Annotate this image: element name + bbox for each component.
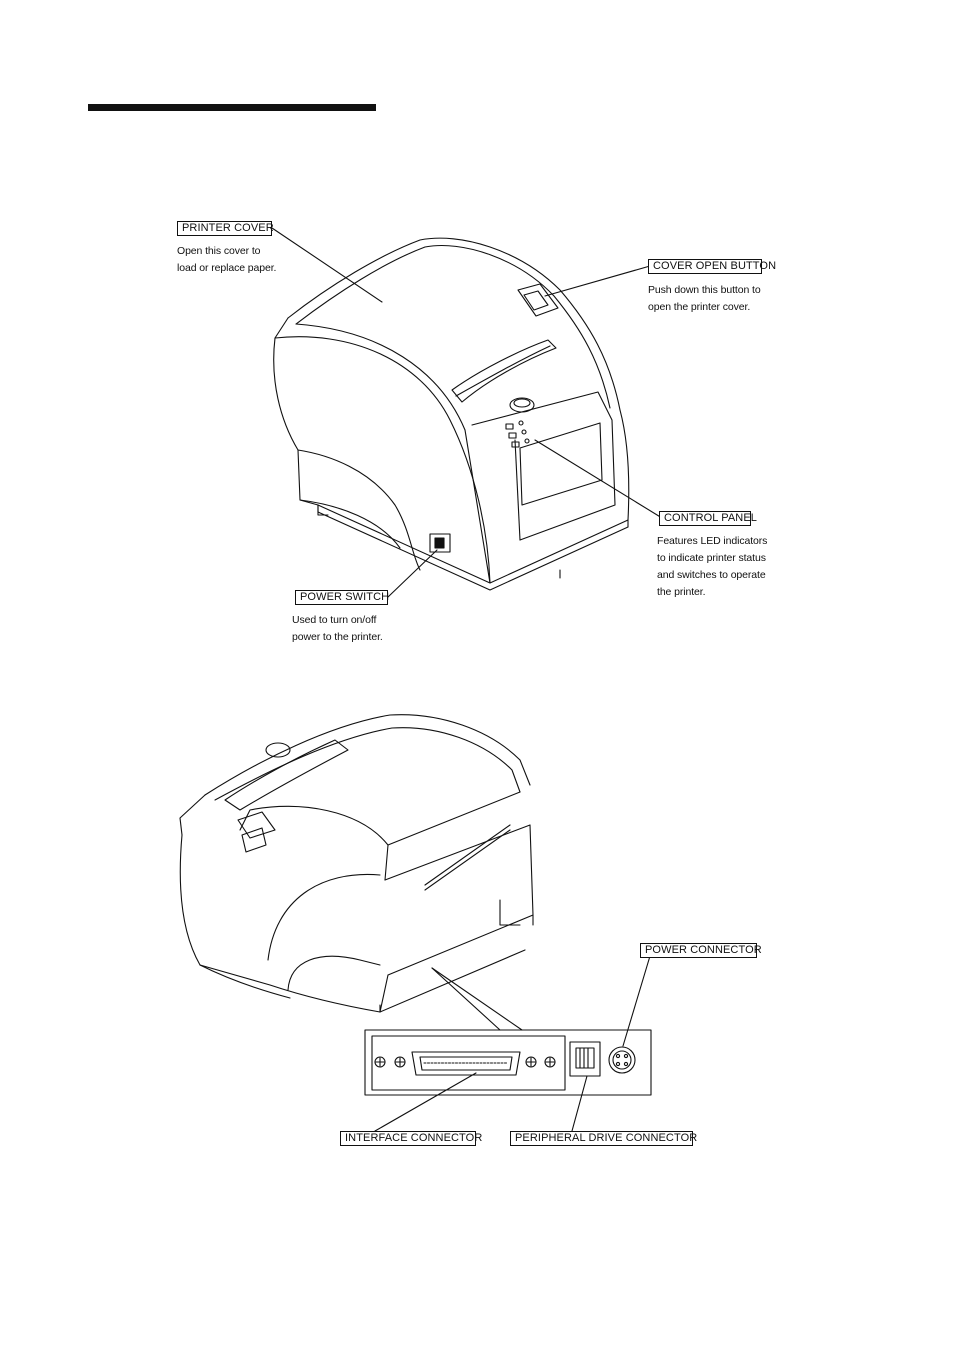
control-panel-desc-line: to indicate printer status [657, 552, 766, 564]
printer-cover-label: PRINTER COVER [177, 221, 274, 236]
power-switch-desc-line: Used to turn on/off [292, 614, 377, 626]
printer-front-view [274, 238, 629, 590]
power-switch-label: POWER SWITCH [295, 590, 389, 605]
cover-open-button-desc-line: open the printer cover. [648, 301, 751, 313]
cover-open-button-description: Push down this button to open the printe… [648, 282, 761, 316]
control-panel-desc-line: the printer. [657, 586, 706, 598]
section-heading-rule [88, 104, 376, 111]
control-panel-desc-line: and switches to operate [657, 569, 766, 581]
interface-connector-label: INTERFACE CONNECTOR [340, 1131, 482, 1146]
printer-rear-view [180, 715, 533, 1012]
power-connector-label: POWER CONNECTOR [640, 943, 762, 958]
printer-cover-desc-line: Open this cover to [177, 245, 261, 257]
control-panel-description: Features LED indicators to indicate prin… [657, 533, 767, 601]
peripheral-drive-connector-label: PERIPHERAL DRIVE CONNECTOR [510, 1131, 697, 1146]
printer-cover-description: Open this cover to load or replace paper… [177, 243, 276, 277]
control-panel-desc-line: Features LED indicators [657, 535, 768, 547]
cover-open-button-desc-line: Push down this button to [648, 284, 761, 296]
printer-cover-desc-line: load or replace paper. [177, 262, 277, 274]
control-panel-label: CONTROL PANEL [659, 511, 757, 526]
power-switch-desc-line: power to the printer. [292, 631, 383, 643]
cover-open-button-label: COVER OPEN BUTTON [648, 259, 776, 274]
power-switch-description: Used to turn on/off power to the printer… [292, 612, 383, 646]
rear-connector-panel [365, 1030, 651, 1095]
